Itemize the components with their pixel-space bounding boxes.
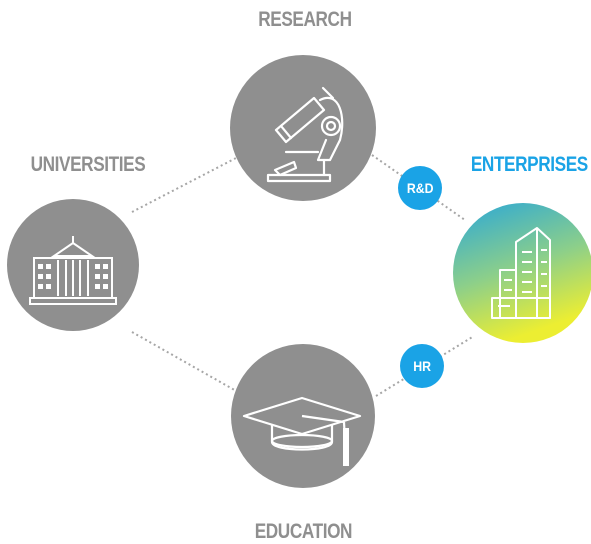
hr-badge: HR (400, 344, 444, 388)
tassel (343, 428, 349, 466)
research-node (230, 55, 376, 201)
office-building-icon (491, 227, 551, 319)
connector-universities-research (131, 157, 237, 213)
enterprises-label: ENTERPRISES (470, 153, 588, 176)
microscope-icon (266, 86, 344, 183)
rd-badge: R&D (398, 166, 442, 210)
connector-education-enterprises (375, 335, 475, 397)
education-label: EDUCATION (254, 520, 353, 543)
universities-label: UNIVERSITIES (30, 153, 146, 176)
connector-universities-education (131, 331, 239, 393)
rd-badge-label: R&D (406, 180, 434, 196)
hr-badge-label: HR (413, 358, 431, 374)
enterprises-node (453, 203, 591, 343)
university-building-icon (29, 236, 117, 305)
research-label: RESEARCH (258, 8, 352, 31)
education-node (231, 344, 375, 488)
universities-node (7, 199, 139, 331)
university-windows (38, 264, 108, 289)
